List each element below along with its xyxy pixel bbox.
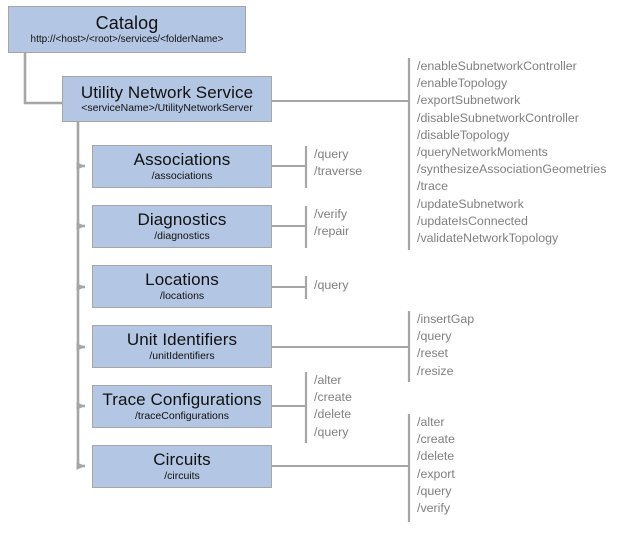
operation-item: /enableSubnetworkController bbox=[417, 59, 577, 73]
operations-list-unit-identifiers: /insertGap/query/reset/resize bbox=[417, 311, 474, 380]
operation-item: /trace bbox=[417, 179, 448, 194]
operation-item: /updateSubnetwork bbox=[417, 196, 524, 211]
operations-list-circuits: /alter/create/delete/export/query/verify bbox=[417, 414, 455, 517]
node-circuits-title: Circuits bbox=[153, 450, 211, 470]
operation-item: /export bbox=[417, 466, 455, 481]
operation-item: /delete bbox=[417, 449, 455, 464]
operation-item: /queryNetworkMoments bbox=[417, 145, 548, 160]
operations-list-associations: /query/traverse bbox=[314, 146, 362, 180]
operation-item: /repair bbox=[314, 224, 350, 239]
node-catalog[interactable]: Catalog http://<host>/<root>/services/<f… bbox=[8, 6, 246, 53]
operation-item: /create bbox=[314, 390, 352, 405]
operations-list-locations: /query bbox=[314, 277, 348, 294]
node-circuits[interactable]: Circuits /circuits bbox=[92, 445, 272, 488]
operations-list-diagnostics: /verify/repair bbox=[314, 206, 349, 240]
operation-item: /exportSubnetwork bbox=[417, 93, 521, 108]
node-utility-network-service-title: Utility Network Service bbox=[80, 82, 254, 102]
node-unit-identifiers-title: Unit Identifiers bbox=[126, 330, 238, 350]
node-catalog-title: Catalog bbox=[95, 12, 159, 33]
operation-item: /disableSubnetworkController bbox=[417, 110, 579, 125]
operation-item: /alter bbox=[314, 373, 342, 387]
node-diagnostics[interactable]: Diagnostics /diagnostics bbox=[92, 205, 272, 248]
operation-item: /updateIsConnected bbox=[417, 213, 528, 228]
operation-item: /create bbox=[417, 432, 455, 447]
operation-item: /validateNetworkTopology bbox=[417, 231, 559, 246]
operation-item: /reset bbox=[417, 346, 448, 361]
operations-list-service: /enableSubnetworkController/enableTopolo… bbox=[417, 58, 606, 247]
node-utility-network-service-path: <serviceName>/UtilityNetworkServer bbox=[81, 102, 253, 115]
operation-item: /synthesizeAssociationGeometries bbox=[417, 162, 607, 177]
node-associations-title: Associations bbox=[133, 150, 231, 170]
operation-item: /query bbox=[314, 278, 349, 292]
node-trace-configurations-path: /traceConfigurations bbox=[135, 409, 229, 422]
operation-item: /traverse bbox=[314, 164, 363, 179]
operation-item: /alter bbox=[417, 415, 445, 429]
operation-item: /delete bbox=[314, 407, 352, 422]
operation-item: /verify bbox=[314, 207, 348, 221]
operation-item: /query bbox=[314, 424, 349, 439]
node-locations[interactable]: Locations /locations bbox=[92, 265, 272, 308]
node-locations-path: /locations bbox=[159, 289, 205, 302]
node-unit-identifiers-path: /unitIdentifiers bbox=[149, 349, 215, 362]
node-unit-identifiers[interactable]: Unit Identifiers /unitIdentifiers bbox=[92, 325, 272, 368]
operation-item: /enableTopology bbox=[417, 76, 508, 91]
node-diagnostics-path: /diagnostics bbox=[154, 229, 210, 242]
node-trace-configurations-title: Trace Configurations bbox=[102, 390, 262, 410]
operation-item: /verify bbox=[417, 501, 451, 516]
operation-item: /resize bbox=[417, 363, 454, 378]
node-diagnostics-title: Diagnostics bbox=[137, 210, 227, 230]
node-associations-path: /associations bbox=[151, 169, 213, 182]
node-associations[interactable]: Associations /associations bbox=[92, 145, 272, 188]
operation-item: /query bbox=[314, 147, 349, 161]
operations-list-trace-configurations: /alter/create/delete/query bbox=[314, 372, 352, 441]
node-utility-network-service[interactable]: Utility Network Service <serviceName>/Ut… bbox=[62, 76, 272, 122]
node-circuits-path: /circuits bbox=[164, 469, 200, 482]
operation-item: /disableTopology bbox=[417, 127, 510, 142]
operation-item: /query bbox=[417, 483, 452, 498]
operation-item: /insertGap bbox=[417, 312, 475, 326]
node-locations-title: Locations bbox=[145, 270, 219, 290]
node-catalog-path: http://<host>/<root>/services/<folderNam… bbox=[30, 33, 224, 45]
node-trace-configurations[interactable]: Trace Configurations /traceConfiguration… bbox=[92, 385, 272, 428]
operation-item: /query bbox=[417, 329, 452, 344]
